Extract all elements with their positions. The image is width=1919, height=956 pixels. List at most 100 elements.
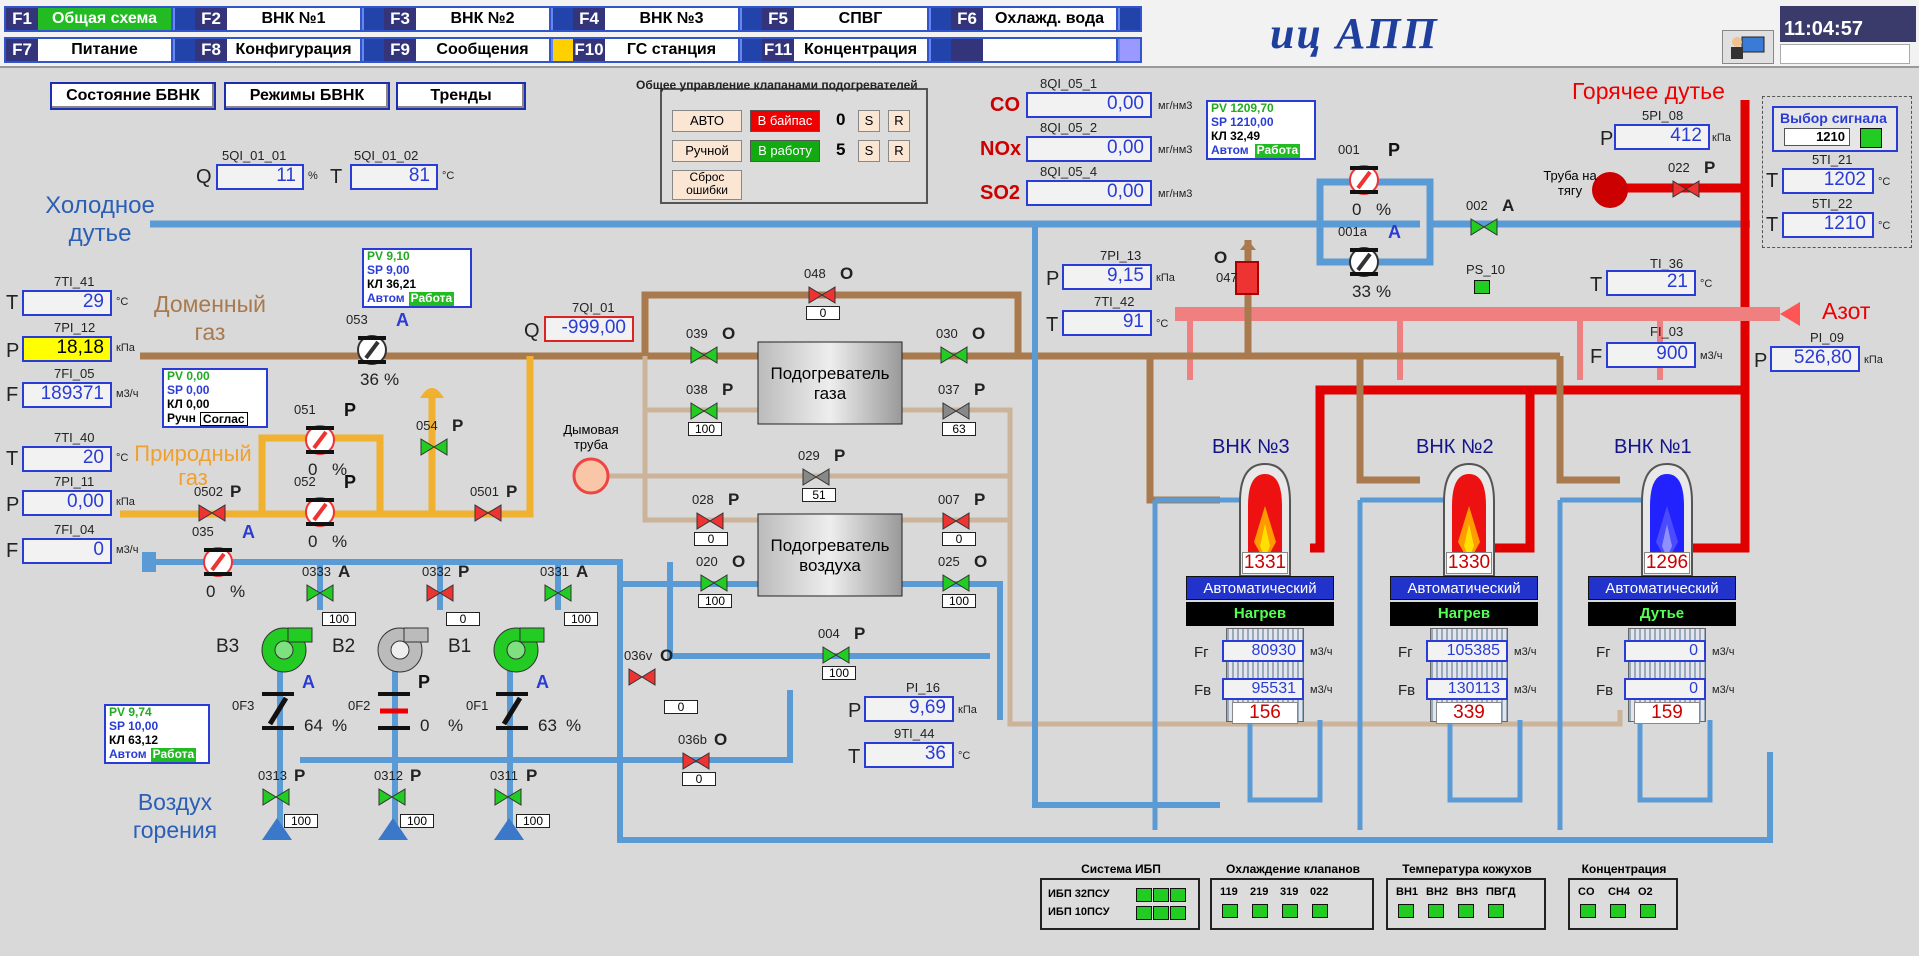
t44-value[interactable]: 36 xyxy=(864,742,954,768)
nav-key-f10[interactable]: F10 xyxy=(573,39,605,61)
damper-035[interactable] xyxy=(202,546,234,578)
cold-q-value[interactable]: 11 xyxy=(216,164,304,190)
nav-button-f8[interactable]: Конфигурация xyxy=(227,39,360,61)
bf-t-value[interactable]: 29 xyxy=(22,290,112,316)
tab-trends[interactable]: Тренды xyxy=(396,82,526,110)
nav-key-f9[interactable]: F9 xyxy=(384,39,416,61)
bypass-button[interactable]: В байпас xyxy=(750,110,820,132)
nav-key-blank[interactable] xyxy=(951,39,983,61)
nav-button-f10[interactable]: ГС станция xyxy=(605,39,738,61)
nav-button-f1[interactable]: Общая схема xyxy=(38,8,171,30)
auto-button[interactable]: АВТО xyxy=(672,110,742,132)
valve-054[interactable] xyxy=(420,438,448,456)
fan-b2[interactable] xyxy=(374,622,434,678)
furnace-1-fg-value[interactable]: 0 xyxy=(1624,640,1706,662)
valve-0331[interactable] xyxy=(544,584,572,602)
operator-icon[interactable] xyxy=(1722,30,1774,64)
furnace-3-fv-value[interactable]: 95531 xyxy=(1222,678,1304,700)
hot-p-value[interactable]: 412 xyxy=(1614,124,1710,150)
furnace-2-body[interactable] xyxy=(1440,462,1498,580)
cold-t-value[interactable]: 81 xyxy=(350,164,438,190)
valve-038[interactable] xyxy=(690,402,718,420)
bf-p-value[interactable]: 18,18 xyxy=(22,336,112,362)
ng-t-value[interactable]: 20 xyxy=(22,446,112,472)
nav-key-f1[interactable]: F1 xyxy=(6,8,38,30)
nav-button-f5[interactable]: СПВГ xyxy=(794,8,927,30)
reset-work-button[interactable]: R xyxy=(888,140,910,162)
nav-key-f11[interactable]: F11 xyxy=(762,39,794,61)
damper-0F2[interactable] xyxy=(376,690,412,732)
valve-0501[interactable] xyxy=(474,504,502,522)
nav-button-blank[interactable] xyxy=(983,39,1116,61)
nav-button-f4[interactable]: ВНК №3 xyxy=(605,8,738,30)
valve-0313[interactable] xyxy=(262,788,290,806)
furnace-2-fg-value[interactable]: 105385 xyxy=(1426,640,1508,662)
valve-020[interactable] xyxy=(700,574,728,592)
tab-bvnk-modes[interactable]: Режимы БВНК xyxy=(224,82,390,110)
nav-button-f6[interactable]: Охлажд. вода xyxy=(983,8,1116,30)
valve-025[interactable] xyxy=(942,574,970,592)
set-bypass-button[interactable]: S xyxy=(858,110,880,132)
nav-button-f7[interactable]: Питание xyxy=(38,39,171,61)
nav-button-f2[interactable]: ВНК №1 xyxy=(227,8,360,30)
fan-b3[interactable] xyxy=(258,622,318,678)
valve-030[interactable] xyxy=(940,346,968,364)
nav-key-f5[interactable]: F5 xyxy=(762,8,794,30)
so2-value[interactable]: 0,00 xyxy=(1026,180,1152,206)
damper-0F3[interactable] xyxy=(260,690,296,732)
co-value[interactable]: 0,00 xyxy=(1026,92,1152,118)
valve-036v[interactable] xyxy=(628,668,656,686)
nav-key-f4[interactable]: F4 xyxy=(573,8,605,30)
valve-048[interactable] xyxy=(808,286,836,304)
valve-028[interactable] xyxy=(696,512,724,530)
furnace-1-fv-value[interactable]: 0 xyxy=(1624,678,1706,700)
damper-052[interactable] xyxy=(304,496,336,528)
valve-039[interactable] xyxy=(690,346,718,364)
nav-key-f6[interactable]: F6 xyxy=(951,8,983,30)
furnace-2-fv-value[interactable]: 130113 xyxy=(1426,678,1508,700)
nav-key-f2[interactable]: F2 xyxy=(195,8,227,30)
furnace-3-fg-value[interactable]: 80930 xyxy=(1222,640,1304,662)
ng-f-value[interactable]: 0 xyxy=(22,538,112,564)
t42-value[interactable]: 91 xyxy=(1062,310,1152,336)
valve-0312[interactable] xyxy=(378,788,406,806)
p13-value[interactable]: 9,15 xyxy=(1062,264,1152,290)
manual-button[interactable]: Ручной xyxy=(672,140,742,162)
valve-0333[interactable] xyxy=(306,584,334,602)
tab-bvnk-state[interactable]: Состояние БВНК xyxy=(50,82,216,110)
damper-001[interactable] xyxy=(1348,164,1380,196)
valve-037[interactable] xyxy=(942,402,970,420)
bf-f-value[interactable]: 189371 xyxy=(22,382,112,408)
bf-q-value[interactable]: -999,00 xyxy=(544,316,634,342)
ti36-value[interactable]: 21 xyxy=(1606,270,1696,296)
nox-value[interactable]: 0,00 xyxy=(1026,136,1152,162)
hot-t21-value[interactable]: 1202 xyxy=(1782,168,1874,194)
valve-036b[interactable] xyxy=(682,752,710,770)
damper-001а[interactable] xyxy=(1348,246,1380,278)
nav-button-f3[interactable]: ВНК №2 xyxy=(416,8,549,30)
damper-053[interactable] xyxy=(356,334,388,366)
valve-002[interactable] xyxy=(1470,218,1498,236)
fan-b1[interactable] xyxy=(490,622,550,678)
work-button[interactable]: В работу xyxy=(750,140,820,162)
nav-key-f8[interactable]: F8 xyxy=(195,39,227,61)
furnace-1-body[interactable] xyxy=(1638,462,1696,580)
valve-004[interactable] xyxy=(822,646,850,664)
reset-error-button[interactable]: Сброс ошибки xyxy=(672,170,742,200)
p16-value[interactable]: 9,69 xyxy=(864,696,954,722)
reset-bypass-button[interactable]: R xyxy=(888,110,910,132)
valve-0502[interactable] xyxy=(198,504,226,522)
valve-0311[interactable] xyxy=(494,788,522,806)
furnace-3-body[interactable] xyxy=(1236,462,1294,580)
valve-022[interactable] xyxy=(1672,180,1700,198)
fi03-value[interactable]: 900 xyxy=(1606,342,1696,368)
nav-key-f7[interactable]: F7 xyxy=(6,39,38,61)
nav-button-f11[interactable]: Концентрация xyxy=(794,39,927,61)
ng-p-value[interactable]: 0,00 xyxy=(22,490,112,516)
nav-key-f3[interactable]: F3 xyxy=(384,8,416,30)
nitrogen-p-value[interactable]: 526,80 xyxy=(1770,346,1860,372)
